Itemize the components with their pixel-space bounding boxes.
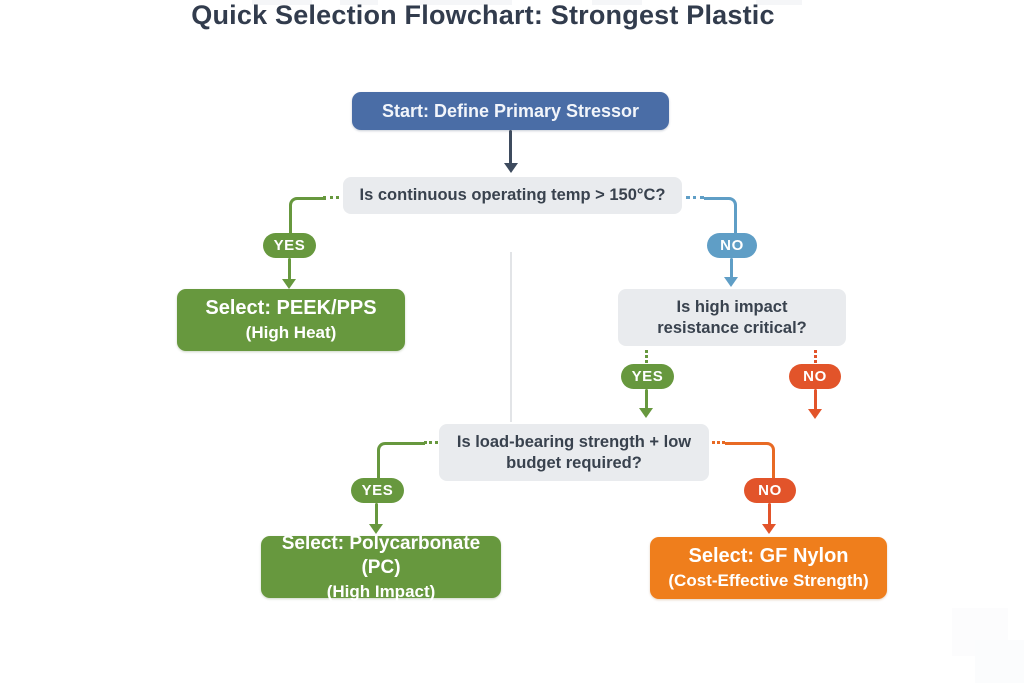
arrowhead-down-icon: [639, 408, 653, 418]
result-polycarbonate-subtitle: (High Impact): [326, 581, 436, 601]
question-budget-line2: budget required?: [506, 453, 642, 472]
badge-no-3: NO: [744, 478, 796, 503]
connector-no3-to-gf: [768, 503, 771, 525]
arrowhead-down-icon: [282, 279, 296, 289]
result-polycarbonate: Select: Polycarbonate (PC) (High Impact): [261, 533, 501, 601]
badge-yes-3: YES: [351, 478, 404, 503]
start-node: Start: Define Primary Stressor: [352, 92, 669, 130]
badge-yes-1: YES: [263, 233, 316, 258]
connector-yes3-to-pc: [375, 503, 378, 525]
badge-no-2: NO: [789, 364, 841, 389]
page-title: Quick Selection Flowchart: Strongest Pla…: [191, 0, 775, 30]
question-budget: Is load-bearing strength + low budget re…: [439, 424, 709, 481]
badge-no-1-label: NO: [720, 237, 744, 254]
connector-no2-down: [814, 389, 817, 410]
arrowhead-down-icon: [762, 524, 776, 534]
question-temperature-label: Is continuous operating temp > 150°C?: [359, 186, 666, 205]
crop-artifact-bar: [756, 0, 802, 5]
connector-dash-q-impact-no: [814, 350, 817, 363]
result-peek-pps-subtitle: (High Heat): [245, 323, 337, 343]
result-peek-pps: Select: PEEK/PPS (High Heat): [177, 289, 405, 351]
badge-no-2-label: NO: [803, 368, 827, 385]
faint-guide-line: [510, 252, 512, 422]
result-gf-nylon-subtitle: (Cost-Effective Strength): [668, 571, 869, 591]
connector-dash-q-budget-no: [712, 441, 725, 444]
badge-no-3-label: NO: [758, 482, 782, 499]
badge-yes-3-label: YES: [361, 482, 394, 499]
connector-start-to-q-temp: [509, 130, 512, 164]
connector-dash-q-impact-yes: [645, 350, 648, 363]
connector-dash-q-temp-no: [686, 196, 704, 199]
question-temperature: Is continuous operating temp > 150°C?: [343, 177, 682, 214]
arrowhead-down-icon: [724, 277, 738, 287]
connector-elbow-q-temp-no: [704, 197, 737, 236]
faint-watermark: [975, 640, 1024, 683]
question-impact-line1: Is high impact: [676, 297, 788, 316]
connector-elbow-q-budget-no: [725, 442, 775, 481]
badge-yes-2-label: YES: [631, 368, 664, 385]
crop-artifact-bar: [592, 0, 642, 5]
result-gf-nylon-title: Select: GF Nylon: [688, 545, 849, 568]
connector-elbow-q-budget-yes: [377, 442, 425, 481]
connector-no1-to-q-impact: [730, 258, 733, 278]
connector-yes1-to-peek: [288, 258, 291, 280]
result-polycarbonate-title: Select: Polycarbonate (PC): [281, 533, 481, 578]
connector-yes2-to-q-budget: [645, 389, 648, 409]
crop-artifact-bar: [340, 0, 378, 5]
start-node-label: Start: Define Primary Stressor: [381, 100, 640, 121]
connector-elbow-q-temp-yes: [289, 197, 326, 236]
question-budget-line1: Is load-bearing strength + low: [456, 432, 692, 451]
arrowhead-down-icon: [369, 524, 383, 534]
crop-artifact-bar: [252, 0, 312, 5]
result-gf-nylon: Select: GF Nylon (Cost-Effective Strengt…: [650, 537, 887, 599]
connector-dash-q-budget-yes: [424, 441, 438, 444]
arrowhead-down-icon: [808, 409, 822, 419]
question-impact: Is high impact resistance critical?: [618, 289, 846, 346]
badge-yes-2: YES: [621, 364, 674, 389]
badge-no-1: NO: [707, 233, 757, 258]
result-peek-pps-title: Select: PEEK/PPS: [205, 297, 377, 320]
crop-artifact-bar: [420, 0, 512, 5]
badge-yes-1-label: YES: [273, 237, 306, 254]
arrowhead-down-icon: [504, 163, 518, 173]
question-impact-line2: resistance critical?: [657, 318, 807, 337]
connector-dash-q-temp-yes: [323, 196, 339, 199]
